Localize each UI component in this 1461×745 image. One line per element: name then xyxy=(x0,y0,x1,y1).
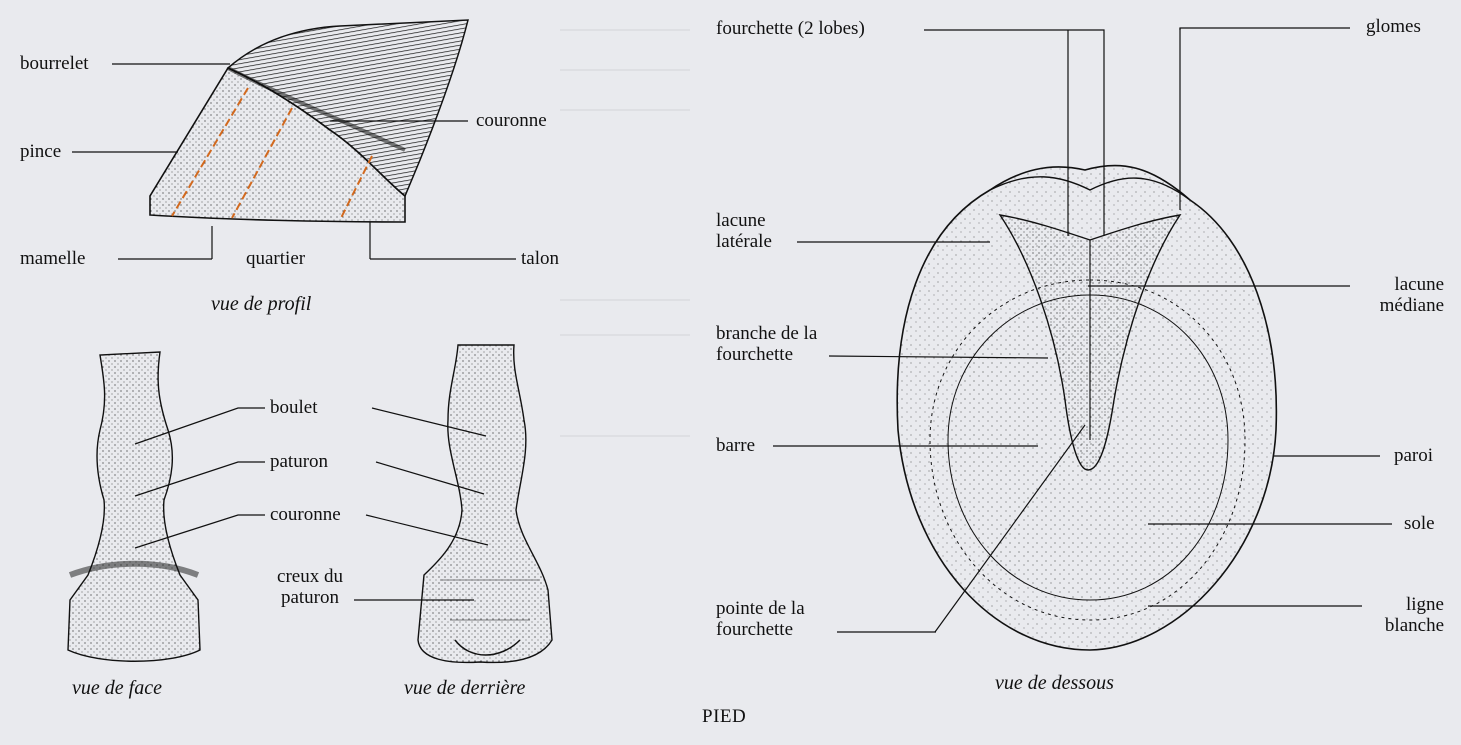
label-ligne-2: blanche xyxy=(1384,615,1444,636)
label-creux-line2: paturon xyxy=(280,587,340,608)
profile-hoof-drawing xyxy=(149,19,469,223)
label-pointe-1: pointe de la xyxy=(716,598,805,619)
front-rear-leader-lines xyxy=(134,407,489,601)
caption-rear: vue de derrière xyxy=(404,677,526,699)
label-lacune-laterale-2: latérale xyxy=(716,231,772,252)
label-quartier: quartier xyxy=(246,248,306,269)
sole-leader-lines xyxy=(773,27,1392,633)
caption-below: vue de dessous xyxy=(995,672,1114,694)
label-branche-1: branche de la xyxy=(716,323,818,344)
label-ligne-1: ligne xyxy=(1406,594,1444,615)
label-bourrelet: bourrelet xyxy=(20,53,89,74)
label-lacune-mediane-2: médiane xyxy=(1379,295,1444,316)
caption-front: vue de face xyxy=(72,677,162,699)
label-branche-2: fourchette xyxy=(716,344,794,365)
label-barre: barre xyxy=(716,435,756,456)
label-creux-line1: creux du xyxy=(277,566,343,587)
label-paturon: paturon xyxy=(270,451,329,472)
label-branche-fourchette: branche de la fourchette xyxy=(716,323,817,365)
caption-profile: vue de profil xyxy=(211,293,312,315)
label-pince: pince xyxy=(20,141,62,162)
profile-leader-lines xyxy=(72,63,516,260)
label-sole: sole xyxy=(1404,513,1435,534)
label-boulet: boulet xyxy=(270,397,318,418)
label-ligne-blanche: ligne blanche xyxy=(1360,594,1444,636)
sole-drawing xyxy=(896,164,1278,651)
label-paroi: paroi xyxy=(1394,445,1434,466)
figure-title: PIED xyxy=(702,706,747,727)
label-glomes: glomes xyxy=(1366,16,1421,37)
front-leg-drawing xyxy=(67,351,201,662)
label-creux-du-paturon: creux du paturon xyxy=(262,566,358,608)
label-pointe-fourchette: pointe de la fourchette xyxy=(716,598,805,640)
label-pointe-2: fourchette xyxy=(716,619,794,640)
label-talon: talon xyxy=(521,248,559,269)
label-couronne-profil: couronne xyxy=(476,110,547,131)
label-fourchette-lobes: fourchette (2 lobes) xyxy=(716,18,865,39)
background-texture xyxy=(560,29,690,437)
label-mamelle: mamelle xyxy=(20,248,86,269)
label-lacune-laterale: lacune latérale xyxy=(716,210,772,252)
rear-leg-drawing xyxy=(417,344,553,664)
label-lacune-mediane-1: lacune xyxy=(1394,274,1444,295)
label-lacune-laterale-1: lacune xyxy=(716,210,766,231)
label-lacune-mediane: lacune médiane xyxy=(1340,274,1444,316)
label-couronne-face: couronne xyxy=(270,504,341,525)
